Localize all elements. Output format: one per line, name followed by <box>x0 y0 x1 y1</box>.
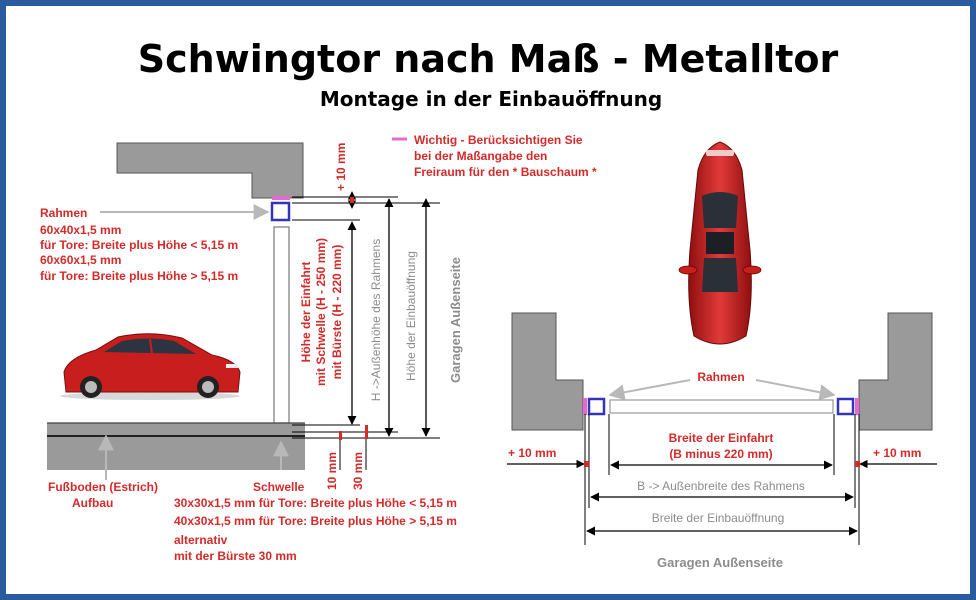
note-line-3: Freiraum für den * Bauschaum * <box>414 165 597 179</box>
schwelle-buerste: mit der Bürste 30 mm <box>174 549 297 563</box>
door-leaf-top <box>609 399 834 414</box>
gap-left-marker <box>584 461 589 467</box>
wall-right <box>858 312 933 431</box>
diagram-frame: Schwingtor nach Maß - Metalltor Montage … <box>6 6 970 594</box>
dim-10mm-label: 10 mm <box>325 452 339 490</box>
hoehe-einfahrt-label: Höhe der Einfahrt <box>299 262 313 363</box>
rahmen-spec-1: 60x40x1,5 mm <box>40 223 121 237</box>
garagen-aussen-side-label: Garagen Außenseite <box>448 257 463 383</box>
plus-10mm-left-label: + 10 mm <box>508 446 556 460</box>
note-line-1: Wichtig - Berücksichtigen Sie <box>414 133 583 147</box>
rahmen-cond-2: für Tore: Breite plus Höhe > 5,15 m <box>40 269 238 283</box>
lintel-wall <box>116 142 304 199</box>
aussenhoehe-rahmen-label: H ->Außenhöhe des Rahmens <box>369 239 383 401</box>
breite-einfahrt-label: Breite der Einfahrt <box>669 431 774 445</box>
schwelle-spec-2: 40x30x1,5 mm für Tore: Breite plus Höhe … <box>174 514 457 528</box>
breite-einfahrt-sub: (B minus 220 mm) <box>669 447 772 461</box>
floor-slab <box>47 423 305 470</box>
fussboden-label: Fußboden (Estrich) <box>48 480 158 494</box>
aufbau-label: Aufbau <box>72 496 113 510</box>
threshold-30mm-marker <box>365 425 368 439</box>
note-line-2: bei der Maßangabe den <box>414 149 547 163</box>
frame-profile-top <box>270 201 291 222</box>
breite-einbau-label: Breite der Einbauöffnung <box>652 511 785 525</box>
wall-left <box>511 312 584 431</box>
gap-10mm-marker <box>350 197 354 203</box>
schwelle-spec-1: 30x30x1,5 mm für Tore: Breite plus Höhe … <box>174 496 457 510</box>
car-top-image <box>678 141 762 345</box>
foam-strip-top <box>272 196 290 200</box>
rahmen-label: Rahmen <box>40 206 87 220</box>
plus-10mm-top-label: + 10 mm <box>334 143 348 191</box>
threshold-10mm-marker <box>339 431 342 440</box>
car-side-image <box>60 333 241 400</box>
frame-profile-right <box>836 397 855 416</box>
garagen-aussen-top-label: Garagen Außenseite <box>657 555 783 570</box>
rahmen-cond-1: für Tore: Breite plus Höhe < 5,15 m <box>40 238 238 252</box>
door-leaf-side <box>273 226 290 424</box>
hoehe-schwelle-label: mit Schwelle (H - 250 mm) <box>314 238 328 386</box>
plus-10mm-right-label: + 10 mm <box>873 446 921 460</box>
rahmen-top-label: Rahmen <box>697 370 744 384</box>
page-subtitle: Montage in der Einbauöffnung <box>320 87 662 111</box>
dim-30mm-label: 30 mm <box>351 452 365 490</box>
rahmen-spec-2: 60x60x1,5 mm <box>40 253 121 267</box>
foam-strip-left <box>583 398 587 415</box>
hoehe-buerste-label: mit Bürste (H - 220 mm) <box>330 245 344 380</box>
page-title: Schwingtor nach Maß - Metalltor <box>138 37 839 81</box>
schwelle-label: Schwelle <box>253 480 305 494</box>
frame-profile-left <box>587 397 606 416</box>
schwelle-alternativ: alternativ <box>174 533 228 547</box>
diagram-canvas: Schwingtor nach Maß - Metalltor Montage … <box>40 37 937 570</box>
gap-right-marker <box>855 461 860 467</box>
foam-strip-right <box>855 398 859 415</box>
hoehe-einbau-label: Höhe der Einbauöffnung <box>404 251 418 381</box>
aussenbreite-label: B -> Außenbreite des Rahmens <box>637 479 805 493</box>
